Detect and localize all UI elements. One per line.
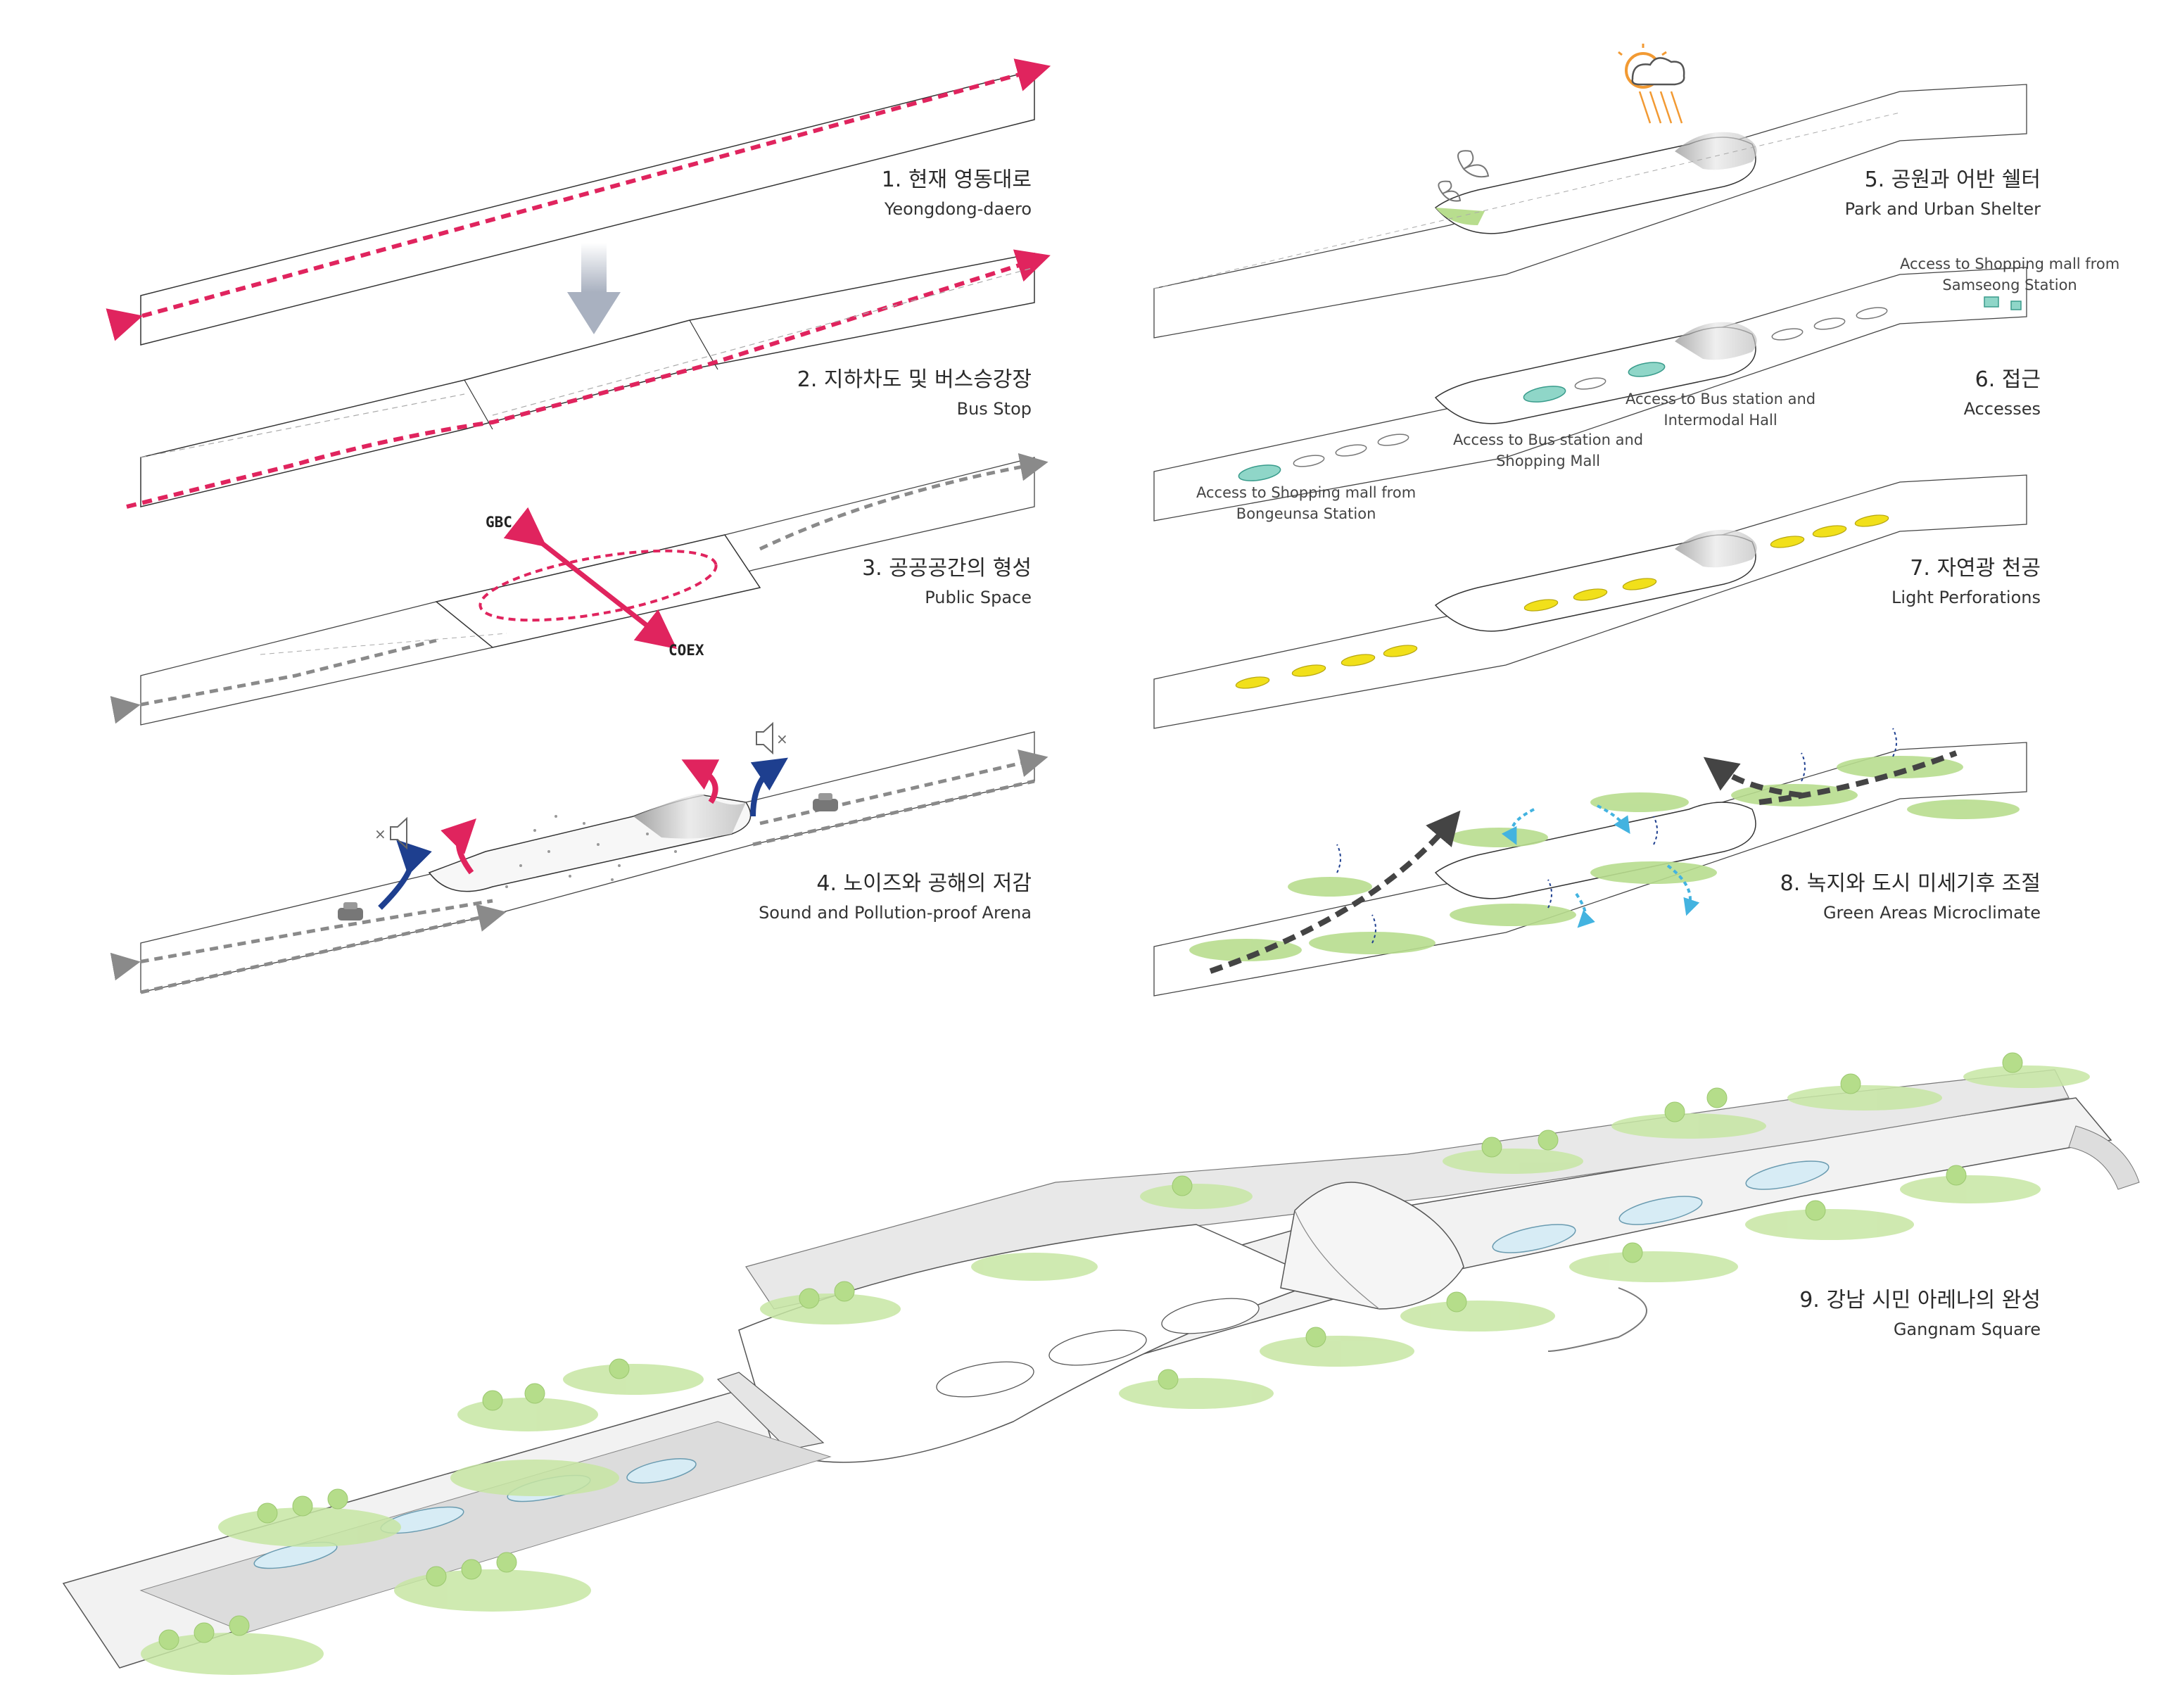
light-perforation bbox=[1235, 514, 1889, 689]
step2-title-ko: 2. 지하차도 및 버스승강장 bbox=[797, 367, 1032, 392]
step3-title-en: Public Space bbox=[925, 588, 1032, 607]
access-marker bbox=[1238, 296, 2022, 481]
step1-title-en: Yeongdong-daero bbox=[884, 199, 1032, 219]
step3-label: 3. 공공공간의 형성 Public Space bbox=[862, 556, 1032, 609]
step6-label: 6. 접근 Accesses bbox=[1964, 367, 2041, 420]
svg-text:×: × bbox=[776, 730, 788, 747]
step8-title-ko: 8. 녹지와 도시 미세기후 조절 bbox=[1780, 871, 2041, 896]
step5-label: 5. 공원과 어반 쉘터 Park and Urban Shelter bbox=[1845, 167, 2041, 220]
step5-title-en: Park and Urban Shelter bbox=[1844, 199, 2041, 219]
step6-diagram bbox=[1153, 267, 2027, 521]
direction-label-coex: COEX bbox=[668, 642, 704, 659]
step8-diagram bbox=[1153, 728, 2027, 997]
svg-text:×: × bbox=[374, 825, 386, 842]
sun-cloud-icon bbox=[1618, 44, 1685, 124]
speaker-muted-icon: × bbox=[374, 816, 407, 850]
down-arrow-icon bbox=[567, 243, 621, 334]
step9-title-en: Gangnam Square bbox=[1893, 1320, 2041, 1339]
step2-title-en: Bus Stop bbox=[956, 399, 1032, 419]
step3-diagram bbox=[110, 453, 1048, 726]
direction-label-gbc: GBC bbox=[486, 514, 512, 531]
step9-label: 9. 강남 시민 아레나의 완성 Gangnam Square bbox=[1799, 1288, 2041, 1341]
step5-diagram bbox=[1153, 44, 2027, 339]
wind-arrow-icon bbox=[1501, 804, 1700, 928]
car-icon bbox=[338, 902, 363, 921]
step4-title-en: Sound and Pollution-proof Arena bbox=[759, 903, 1032, 923]
step1-title-ko: 1. 현재 영동대로 bbox=[881, 167, 1032, 192]
butterfly-icon bbox=[1438, 150, 1490, 202]
step7-diagram bbox=[1153, 474, 2027, 729]
step6-title-ko: 6. 접근 bbox=[1975, 367, 2041, 392]
access-note-bongeunsa-line1: Access to Shopping mall from bbox=[1196, 484, 1417, 501]
access-note-bus-intermodal: Access to Bus station and Intermodal Hal… bbox=[1626, 388, 1815, 431]
access-note-bongeunsa: Access to Shopping mall from Bongeunsa S… bbox=[1196, 482, 1416, 525]
access-note-bus-mall-line2: Shopping Mall bbox=[1496, 453, 1601, 470]
step9-title-ko: 9. 강남 시민 아레나의 완성 bbox=[1799, 1288, 2041, 1312]
step5-title-ko: 5. 공원과 어반 쉘터 bbox=[1864, 167, 2041, 192]
access-note-samseong-line1: Access to Shopping mall from bbox=[1900, 255, 2120, 272]
step4-diagram: × × bbox=[110, 721, 1048, 994]
step4-label: 4. 노이즈와 공해의 저감 Sound and Pollution-proof… bbox=[759, 871, 1032, 924]
step1-diagram bbox=[106, 58, 1051, 346]
step7-title-ko: 7. 자연광 천공 bbox=[1910, 556, 2041, 581]
step7-label: 7. 자연광 천공 Light Perforations bbox=[1891, 556, 2041, 609]
access-note-bus-mall: Access to Bus station and Shopping Mall bbox=[1453, 429, 1643, 472]
access-note-bus-intermodal-line1: Access to Bus station and bbox=[1626, 391, 1816, 407]
access-note-samseong-line2: Samseong Station bbox=[1942, 277, 2077, 294]
step7-title-en: Light Perforations bbox=[1891, 588, 2041, 607]
step3-title-ko: 3. 공공공간의 형성 bbox=[862, 556, 1032, 581]
car-icon bbox=[813, 793, 838, 811]
tree-icon bbox=[141, 1065, 2090, 1675]
step4-title-ko: 4. 노이즈와 공해의 저감 bbox=[816, 871, 1032, 896]
access-note-samseong: Access to Shopping mall from Samseong St… bbox=[1900, 253, 2119, 296]
step8-title-en: Green Areas Microclimate bbox=[1823, 903, 2041, 923]
step9-diagram bbox=[62, 1052, 2140, 1675]
step2-label: 2. 지하차도 및 버스승강장 Bus Stop bbox=[797, 367, 1032, 420]
step2-diagram bbox=[126, 249, 1051, 509]
step8-label: 8. 녹지와 도시 미세기후 조절 Green Areas Microclima… bbox=[1780, 871, 2041, 924]
access-note-bus-intermodal-line2: Intermodal Hall bbox=[1663, 412, 1777, 429]
step1-label: 1. 현재 영동대로 Yeongdong-daero bbox=[882, 167, 1032, 220]
speaker-muted-icon: × bbox=[756, 721, 788, 755]
access-note-bongeunsa-line2: Bongeunsa Station bbox=[1236, 505, 1376, 523]
access-note-bus-mall-line1: Access to Bus station and bbox=[1453, 431, 1644, 448]
step6-title-en: Accesses bbox=[1963, 399, 2041, 419]
